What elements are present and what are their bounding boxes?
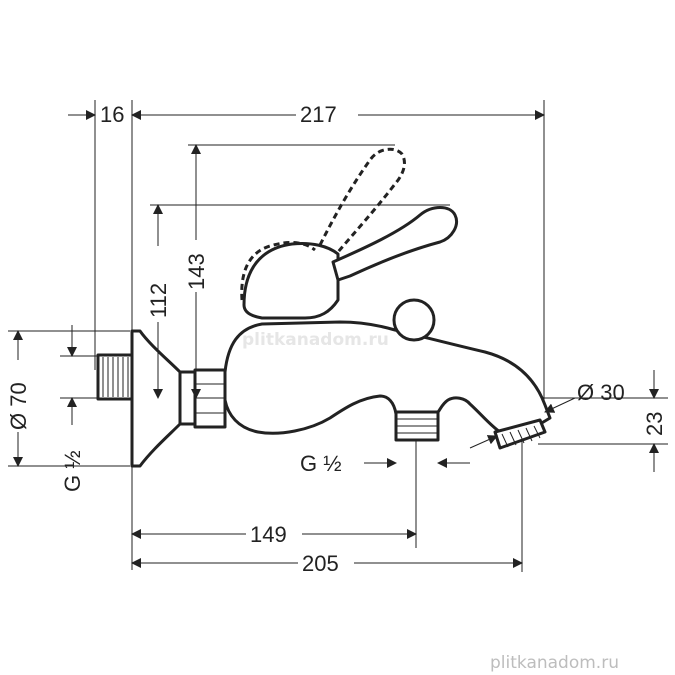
dim-16-label: 16 — [100, 102, 124, 127]
dim-149-label: 149 — [250, 522, 287, 547]
wall-pipe — [96, 353, 134, 401]
dim-143-label: 143 — [184, 253, 209, 290]
dim-30-label: Ø 30 — [577, 380, 625, 405]
wall-flange — [130, 329, 182, 468]
dim-217-label: 217 — [300, 102, 337, 127]
faucet-body — [223, 320, 552, 435]
lever-handle-raised-dashed — [318, 147, 406, 253]
cartridge-cap-dashed — [240, 241, 316, 301]
dim-112-label: 112 — [146, 283, 171, 318]
dimension-lines — [13, 110, 659, 568]
spout-tip — [493, 418, 547, 450]
g-half-mid-label: G ½ — [300, 451, 342, 476]
dim-23-label: 23 — [642, 412, 667, 436]
g-half-left-label: G ½ — [60, 450, 85, 492]
dimension-labels: 16 217 143 112 Ø 70 G ½ G ½ Ø 30 23 149 … — [6, 102, 667, 576]
diverter-knob — [392, 298, 436, 342]
cartridge-cap — [242, 242, 340, 320]
watermark-center: plitkanadom.ru — [242, 330, 389, 350]
dim-205-label: 205 — [302, 551, 339, 576]
bottom-outlet — [394, 410, 440, 442]
lever-handle — [331, 206, 458, 282]
connector-nut — [178, 368, 227, 429]
dim-70-label: Ø 70 — [6, 382, 31, 430]
watermark-corner: plitkanadom.ru — [490, 653, 619, 673]
